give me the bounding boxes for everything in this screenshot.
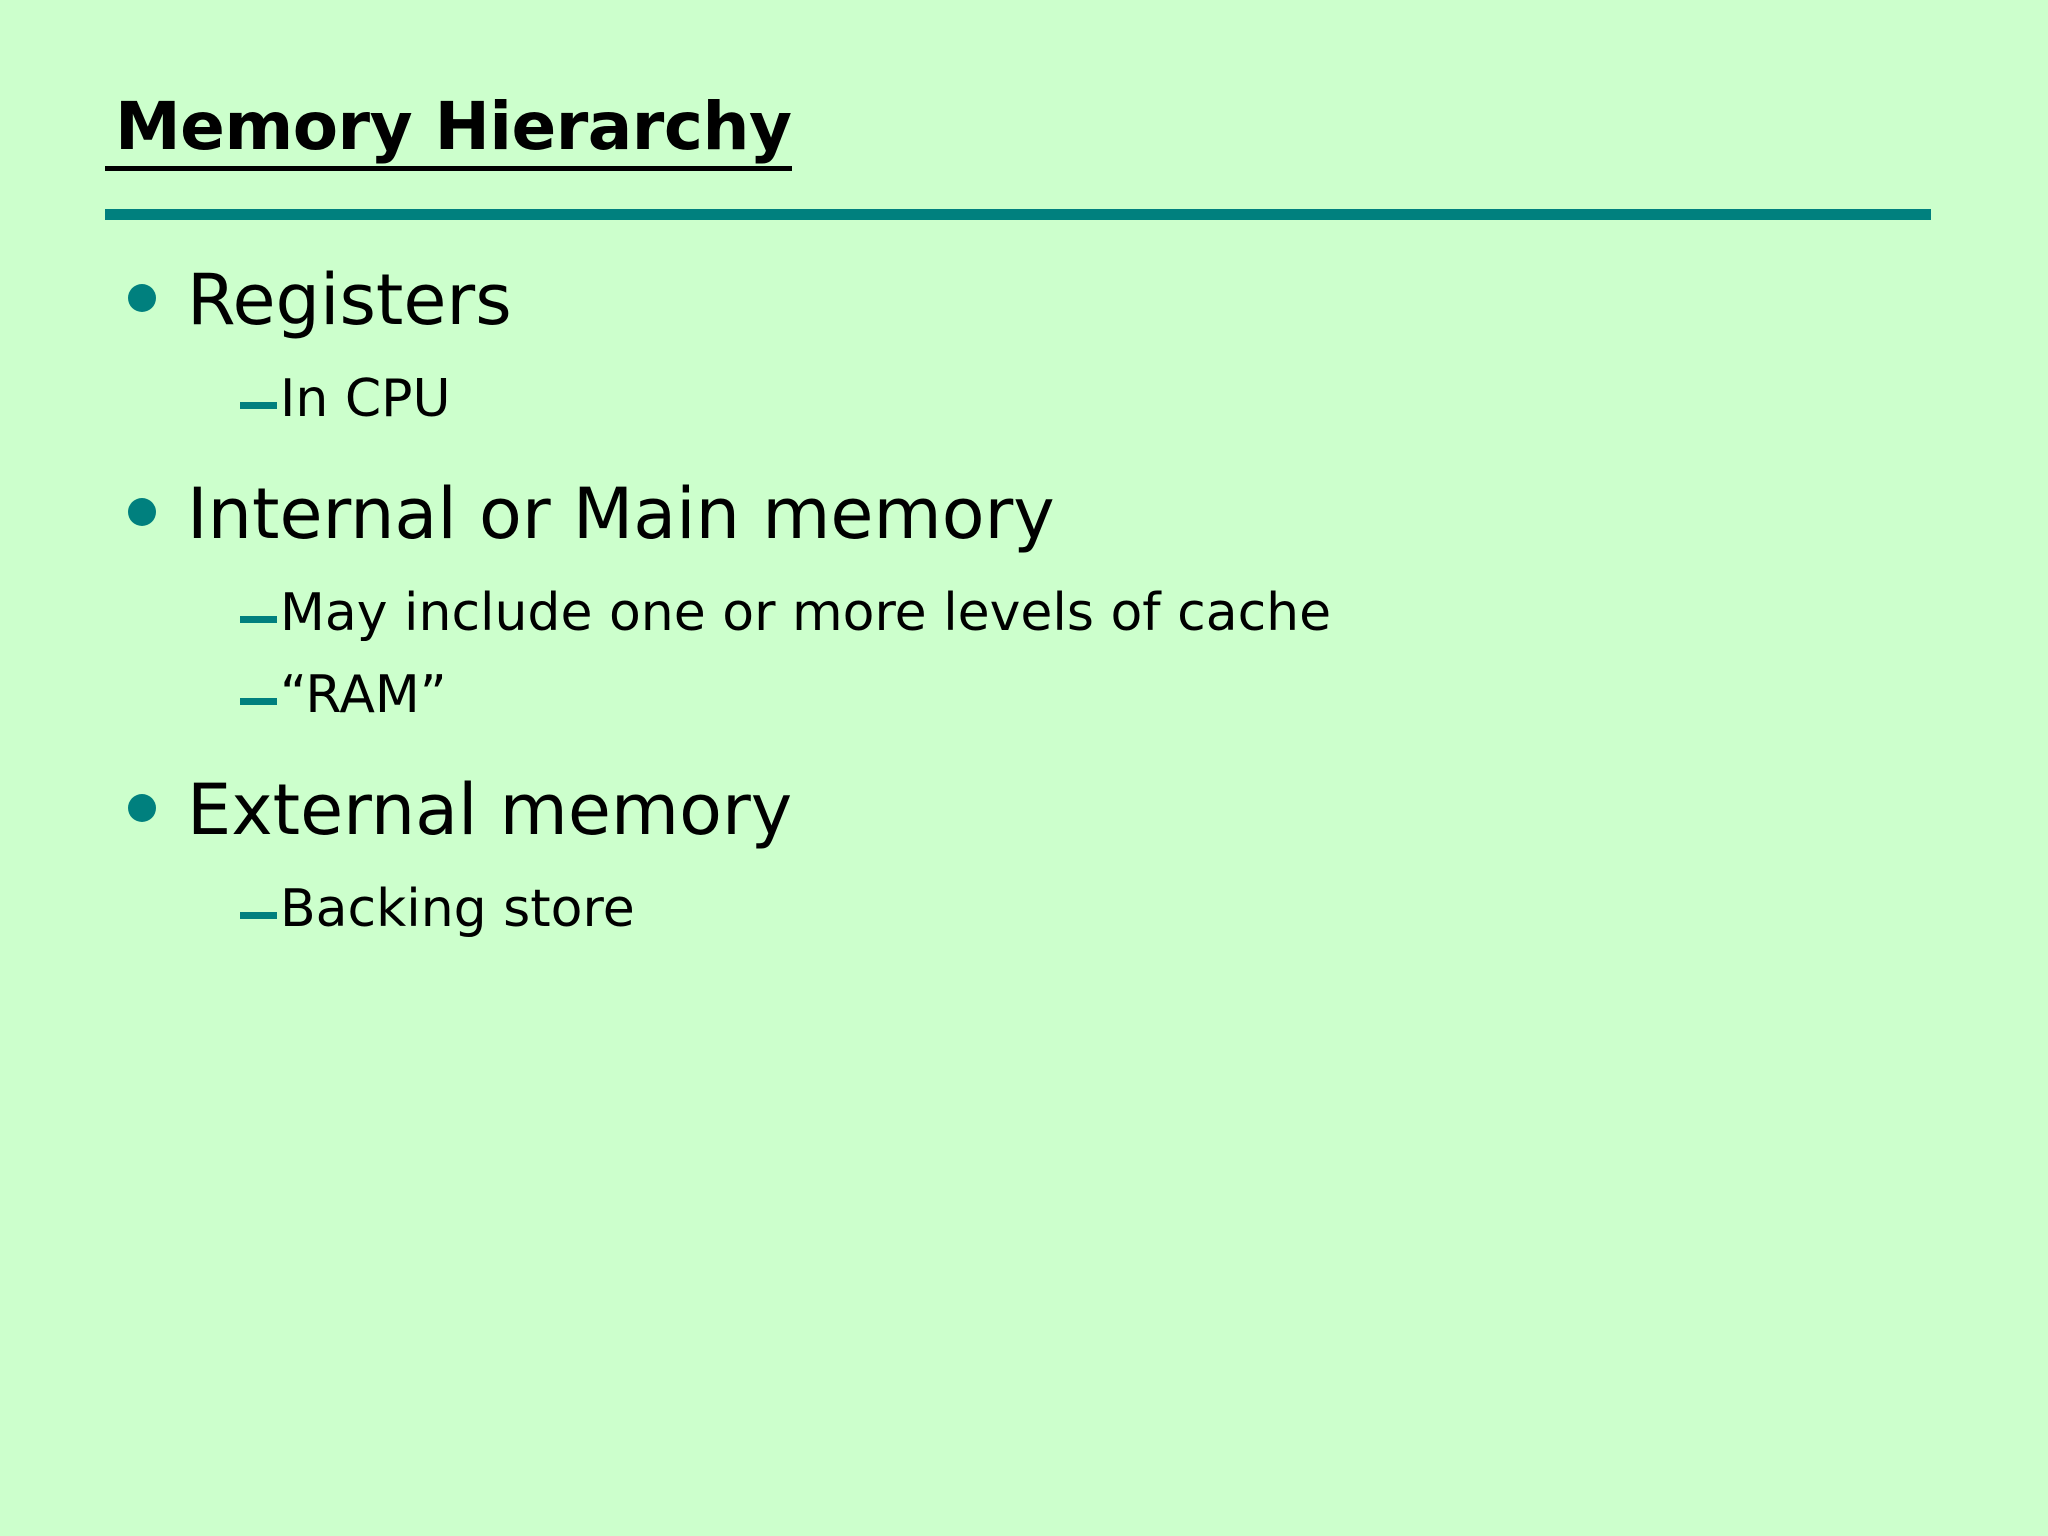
sub-list-item: May include one or more levels of cache (0, 572, 2048, 654)
list-item-label: Internal or Main memory (187, 473, 1055, 555)
sub-list-item-label: Backing store (280, 879, 635, 939)
sub-list-item-label: May include one or more levels of cache (280, 583, 1332, 643)
sub-list-item-label: In CPU (280, 369, 451, 429)
em-dash-bullet-icon (240, 616, 277, 623)
spacer (0, 562, 2048, 572)
sub-list-item-label: “RAM” (280, 665, 447, 725)
content-bullet-list: Registers In CPU Internal or Main memory… (0, 252, 2048, 950)
sub-list-item: “RAM” (0, 654, 2048, 736)
filled-circle-bullet-icon (128, 498, 156, 526)
spacer (0, 440, 2048, 466)
title-block: Memory Hierarchy (105, 88, 1935, 171)
spacer (0, 858, 2048, 868)
page-title: Memory Hierarchy (105, 88, 792, 171)
spacer (0, 736, 2048, 762)
sub-list-item: In CPU (0, 358, 2048, 440)
em-dash-bullet-icon (240, 912, 277, 919)
title-divider-rule (105, 209, 1931, 220)
em-dash-bullet-icon (240, 698, 277, 705)
list-item: External memory (0, 762, 2048, 858)
list-item-label: Registers (187, 259, 512, 341)
filled-circle-bullet-icon (128, 794, 156, 822)
filled-circle-bullet-icon (128, 284, 156, 312)
sub-list-item: Backing store (0, 868, 2048, 950)
list-item-label: External memory (187, 769, 793, 851)
spacer (0, 348, 2048, 358)
list-item: Registers (0, 252, 2048, 348)
list-item: Internal or Main memory (0, 466, 2048, 562)
em-dash-bullet-icon (240, 402, 277, 409)
